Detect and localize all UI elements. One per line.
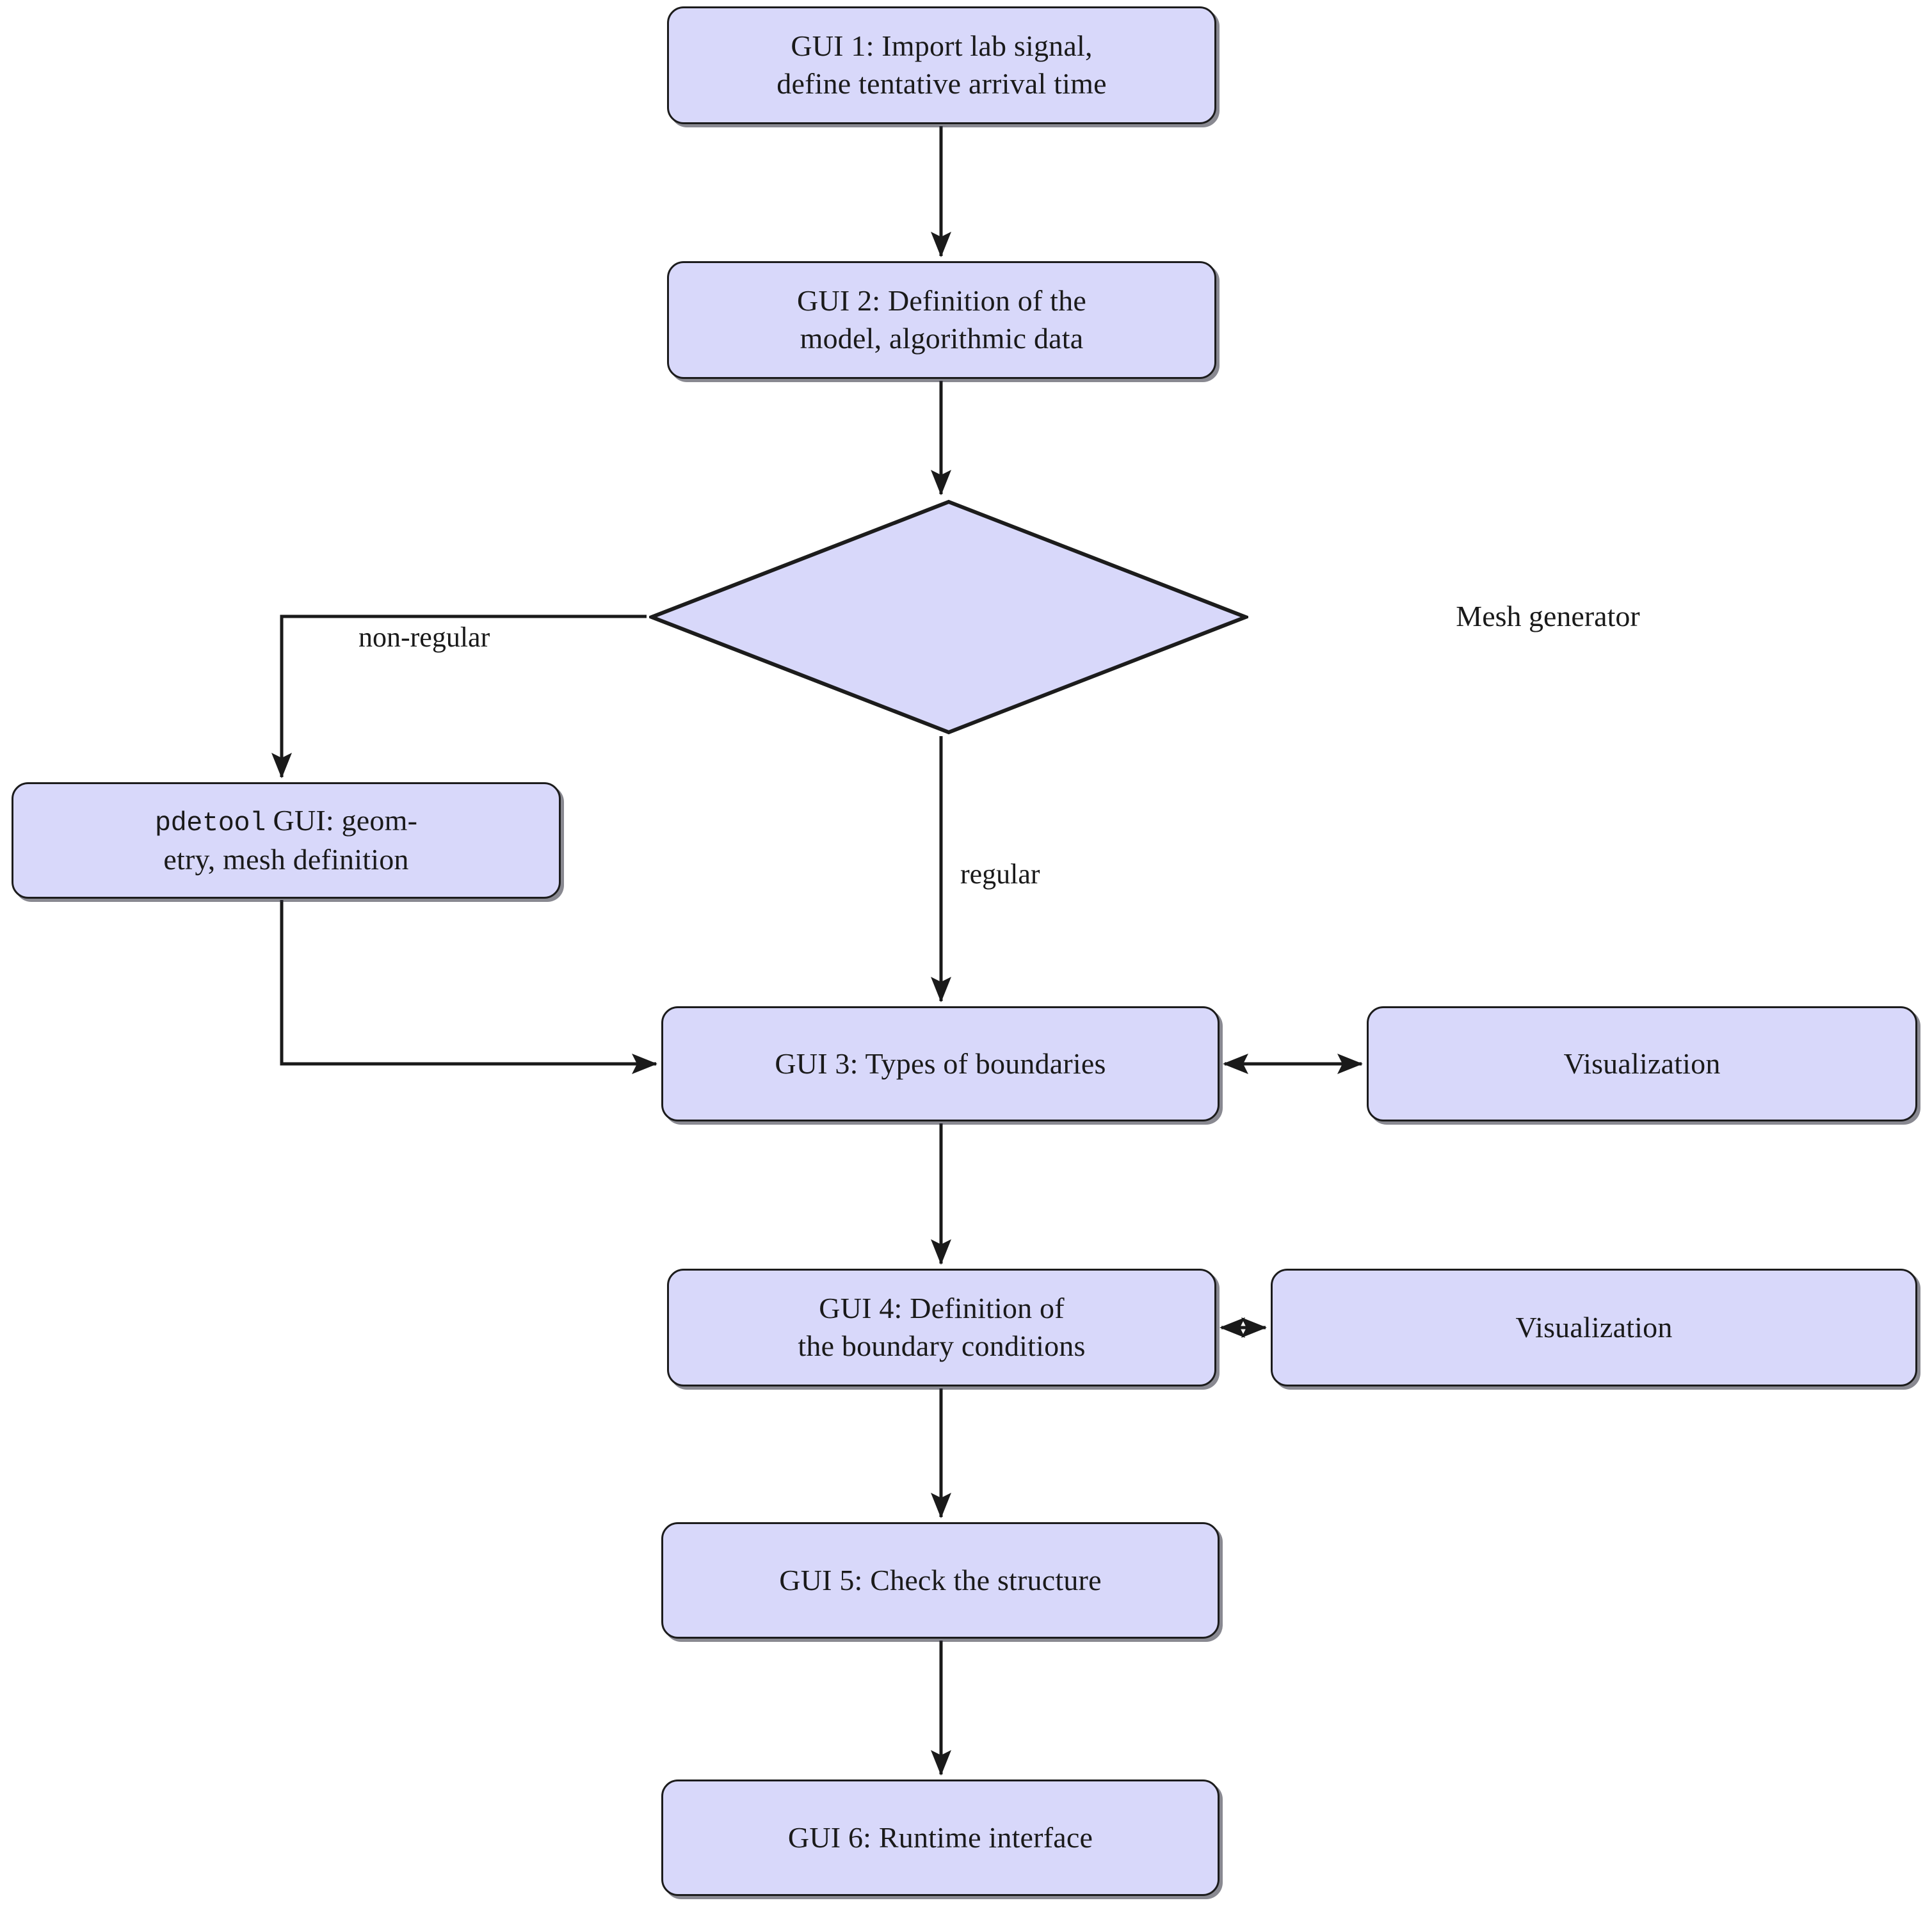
node-gui5-label: GUI 5: Check the structure: [779, 1563, 1102, 1596]
node-pdetool-mono-prefix: pdetool: [154, 808, 266, 839]
node-pdetool-text: pdetool GUI: geom- etry, mesh definition: [13, 802, 559, 879]
node-mesh-generator[interactable]: Mesh generator: [646, 499, 1640, 735]
node-visualization-1-label: Visualization: [1563, 1047, 1721, 1080]
node-gui1-line2: define tentative arrival time: [777, 67, 1107, 100]
node-gui3-label: GUI 3: Types of boundaries: [775, 1047, 1106, 1080]
edge-label-non-regular: non-regular: [358, 622, 490, 653]
node-gui2-text: GUI 2: Definition of the model, algorith…: [669, 282, 1214, 358]
node-visualization-1[interactable]: Visualization: [1367, 1006, 1917, 1121]
node-gui1-line1: GUI 1: Import lab signal,: [791, 29, 1093, 63]
node-visualization-2[interactable]: Visualization: [1271, 1269, 1917, 1386]
node-visualization-2-label: Visualization: [1515, 1310, 1673, 1344]
node-pdetool-line2: etry, mesh definition: [163, 842, 409, 876]
node-gui6[interactable]: GUI 6: Runtime interface: [661, 1779, 1220, 1896]
node-gui2[interactable]: GUI 2: Definition of the model, algorith…: [667, 261, 1216, 379]
node-gui5[interactable]: GUI 5: Check the structure: [661, 1522, 1220, 1639]
node-mesh-generator-label: Mesh generator: [1456, 600, 1640, 632]
diamond-shape: [646, 499, 1252, 735]
node-gui4[interactable]: GUI 4: Definition of the boundary condit…: [667, 1269, 1216, 1386]
node-gui6-label: GUI 6: Runtime interface: [787, 1820, 1093, 1854]
node-gui4-line1: GUI 4: Definition of: [819, 1292, 1065, 1325]
edge-pdetool-gui3: [280, 900, 658, 1074]
node-pdetool-gui[interactable]: pdetool GUI: geom- etry, mesh definition: [12, 782, 561, 899]
node-gui2-line2: model, algorithmic data: [800, 322, 1084, 355]
node-gui2-line1: GUI 2: Definition of the: [797, 284, 1086, 317]
node-pdetool-line1-rest: GUI: geom-: [265, 804, 418, 837]
node-gui4-line2: the boundary conditions: [798, 1330, 1086, 1362]
node-gui1[interactable]: GUI 1: Import lab signal, define tentati…: [667, 6, 1216, 124]
node-gui1-text: GUI 1: Import lab signal, define tentati…: [669, 28, 1214, 103]
edge-label-regular: regular: [960, 858, 1040, 890]
node-gui3[interactable]: GUI 3: Types of boundaries: [661, 1006, 1220, 1121]
node-gui4-text: GUI 4: Definition of the boundary condit…: [669, 1290, 1214, 1365]
